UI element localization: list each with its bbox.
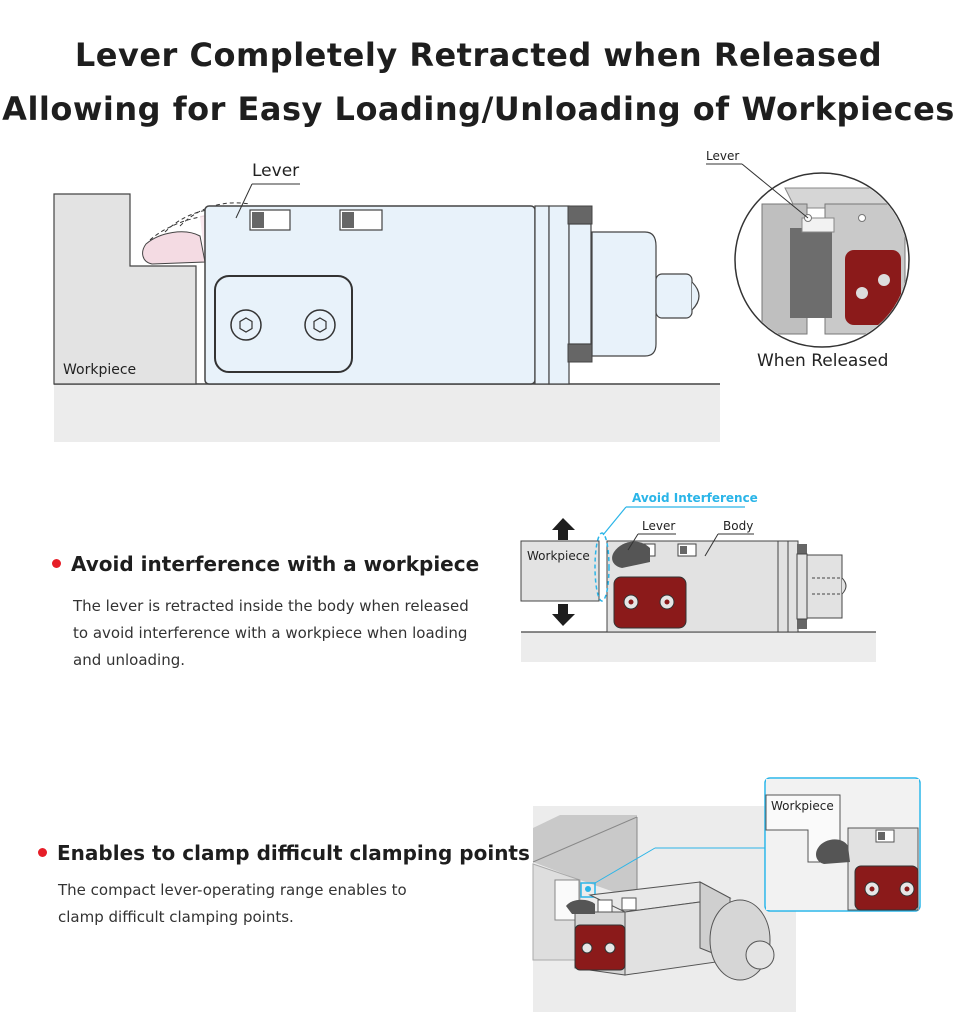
inset-caption: When Released	[757, 351, 889, 371]
inset-lever-label: Lever	[706, 149, 739, 163]
bullet-dot-icon	[38, 848, 47, 857]
feature1-body-label: Body	[723, 519, 753, 533]
feature2-diagram: Workpiece	[532, 777, 921, 1012]
avoid-interference-label: Avoid Interference	[632, 491, 758, 505]
lever-released	[142, 231, 206, 265]
feature1-lever-label: Lever	[642, 519, 675, 533]
feature1-lever	[612, 541, 650, 568]
feature1-diagram: Workpiece Avoid Interference Lever Body	[520, 491, 876, 662]
hex-socket-screw-icon	[230, 309, 262, 341]
workpiece-label: Workpiece	[63, 362, 136, 378]
main-clamp-diagram: Workpiece Lever	[53, 161, 720, 442]
inset-released-view: Lever	[706, 149, 910, 348]
hex-socket-screw-icon	[304, 309, 336, 341]
lever-label: Lever	[252, 161, 299, 181]
floor-base	[54, 384, 720, 442]
feature1-workpiece-label: Workpiece	[527, 549, 590, 563]
workpiece-shape	[53, 193, 197, 385]
feature1-description: The lever is retracted inside the body w…	[73, 597, 469, 669]
bullet-dot-icon	[52, 559, 61, 568]
feature1-heading: Avoid interference with a workpiece	[52, 552, 479, 576]
arrow-down-icon	[552, 604, 575, 626]
page-title-line2: Allowing for Easy Loading/Unloading of W…	[2, 90, 955, 128]
feature1-clamp-plate	[613, 576, 687, 629]
feature2-workpiece-label: Workpiece	[771, 799, 834, 813]
clamp-plate	[214, 275, 353, 373]
feature2-description: The compact lever-operating range enable…	[58, 881, 407, 926]
feature2-heading: Enables to clamp difficult clamping poin…	[38, 841, 530, 865]
page-title-line1: Lever Completely Retracted when Released	[74, 36, 883, 74]
feature1-workpiece	[520, 540, 600, 602]
arrow-up-icon	[552, 518, 575, 540]
